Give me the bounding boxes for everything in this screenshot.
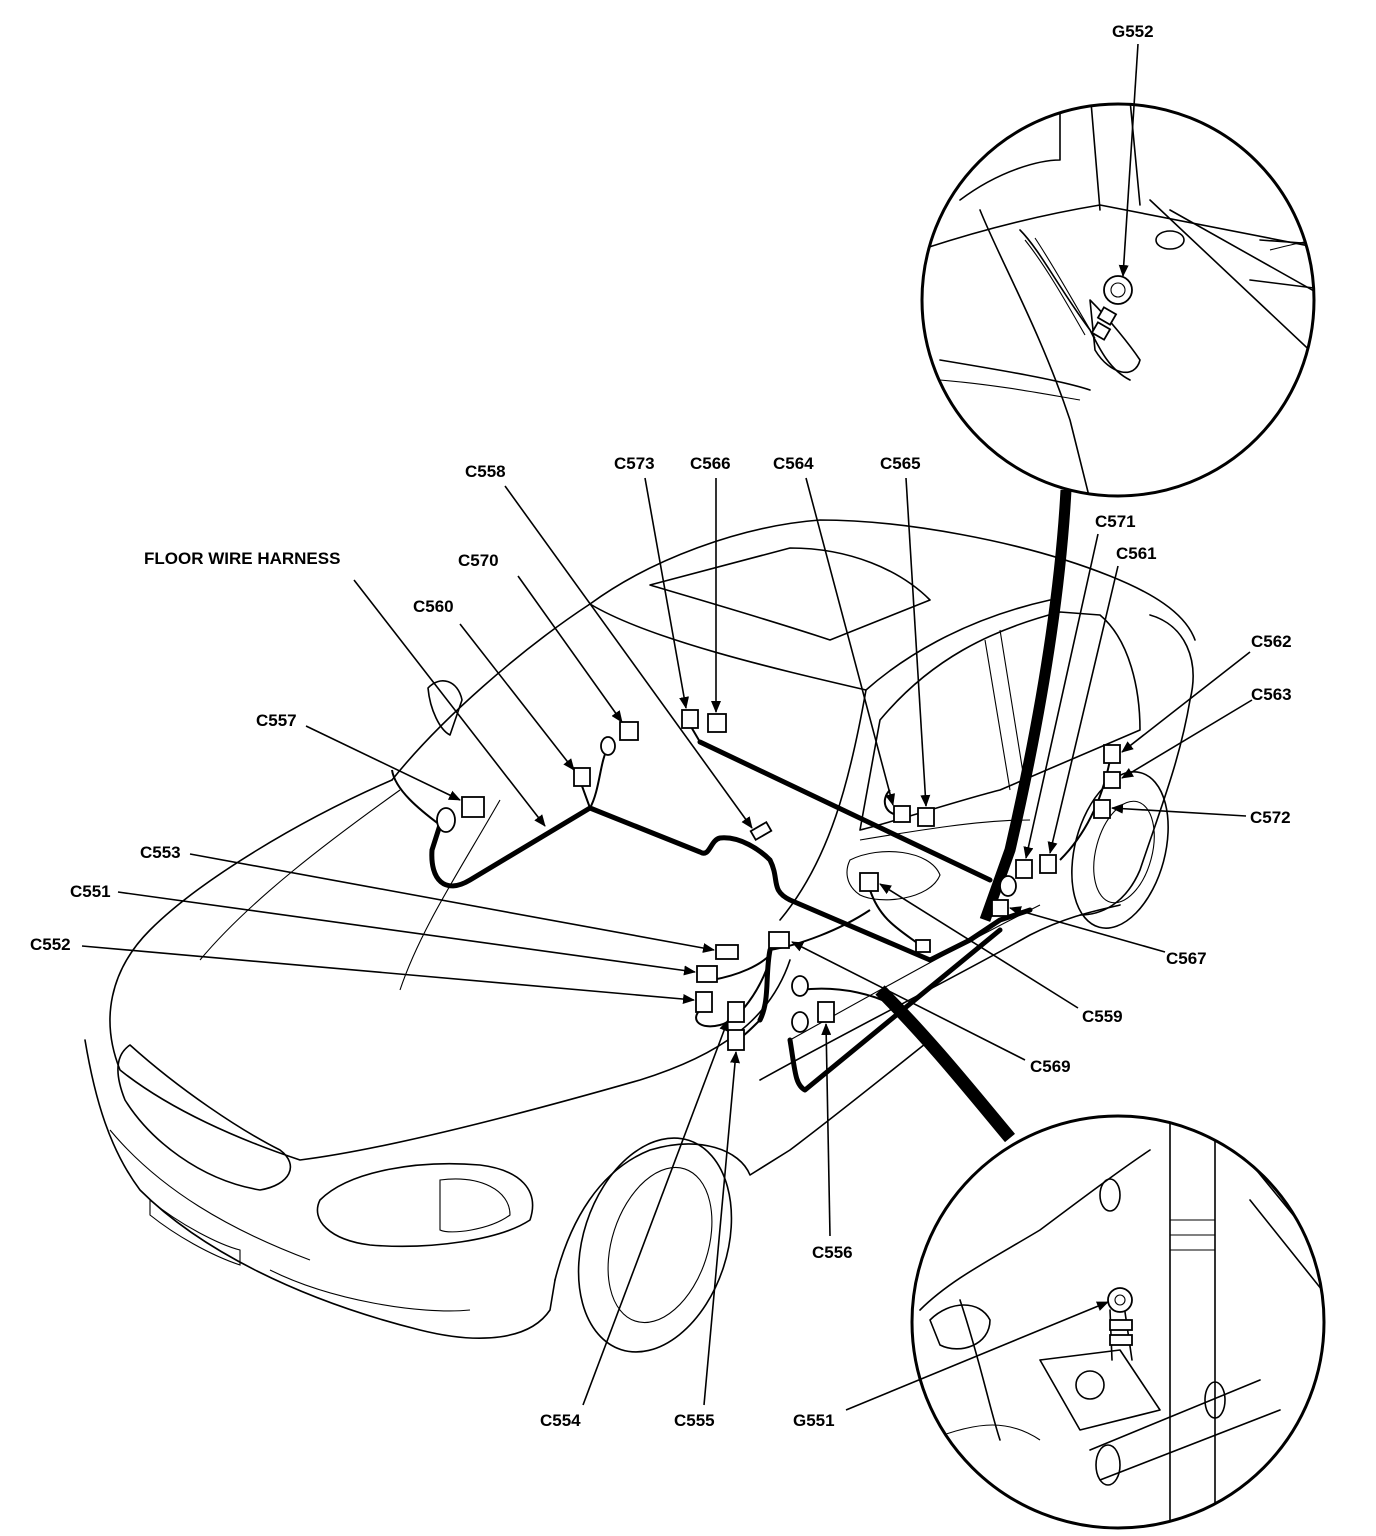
label-c566: C566 [690, 454, 731, 473]
label-c573: C573 [614, 454, 655, 473]
label-c571: C571 [1095, 512, 1136, 531]
wire-c556 [799, 987, 901, 1011]
label-c557: C557 [256, 711, 297, 730]
connector-c564 [893, 805, 911, 823]
label-c564: C564 [773, 454, 814, 473]
connector-c569 [768, 931, 790, 949]
rear-quarter [1079, 614, 1194, 916]
label-c567: C567 [1166, 949, 1207, 968]
hood-crease [199, 789, 501, 991]
detail-circle-g552 [920, 102, 1316, 498]
bumper-lip [109, 1129, 471, 1312]
floor-wire-harness [391, 489, 1111, 1143]
headlight [316, 1162, 534, 1248]
harness-rear [697, 739, 993, 883]
bumper-slot [149, 1198, 241, 1266]
label-g552: G552 [1112, 22, 1154, 41]
detail-circle-g551 [910, 1114, 1326, 1530]
grommet-c557 [436, 807, 456, 833]
connectors [436, 709, 1121, 1051]
roof-front-edge [589, 603, 867, 691]
connector-c571 [1015, 859, 1033, 879]
side-mirror [427, 680, 463, 736]
b-pillar [984, 629, 1026, 791]
connector-c570 [619, 721, 639, 741]
grille [117, 1044, 292, 1191]
connector-c551 [696, 965, 718, 983]
connector-c556 [817, 1001, 835, 1023]
label-c559: C559 [1082, 1007, 1123, 1026]
headlight-inner [439, 1178, 511, 1233]
harness-sill [787, 927, 1003, 1093]
connector-c565 [917, 807, 935, 827]
connector-c563 [1103, 771, 1121, 789]
labels: G552 FLOOR WIRE HARNESS C558 C573 C566 C… [30, 22, 1292, 1430]
connector-c573 [681, 709, 699, 729]
connector-c559 [859, 872, 879, 892]
wire-c560 [581, 785, 591, 809]
front-wheel-inner [607, 1166, 713, 1324]
label-c555: C555 [674, 1411, 715, 1430]
grommet-c567 [999, 875, 1017, 897]
connector-c552 [695, 991, 713, 1013]
label-c556: C556 [812, 1243, 853, 1262]
connector-c553 [715, 944, 739, 960]
label-c569: C569 [1030, 1057, 1071, 1076]
band-to-g552 [979, 489, 1072, 922]
wire-c570 [589, 747, 609, 809]
connector-c554 [727, 1001, 745, 1023]
label-c570: C570 [458, 551, 499, 570]
connector-c555 [727, 1029, 745, 1051]
label-c560: C560 [413, 597, 454, 616]
connector-c561 [1039, 854, 1057, 874]
grommet-c570 [600, 736, 616, 756]
label-c562: C562 [1251, 632, 1292, 651]
connector-misc [915, 939, 931, 953]
label-c558: C558 [465, 462, 506, 481]
label-c561: C561 [1116, 544, 1157, 563]
label-g551: G551 [793, 1411, 835, 1430]
label-floor-wire-harness: FLOOR WIRE HARNESS [144, 549, 340, 568]
front-bumper [84, 1039, 556, 1339]
front-wheel [577, 1137, 733, 1353]
side-window [859, 611, 1141, 831]
a-pillar [865, 599, 1051, 691]
wire-c557 [391, 769, 441, 826]
sunroof [649, 547, 931, 641]
rear-wheel [1071, 771, 1169, 929]
label-c565: C565 [880, 454, 921, 473]
grommet-c556 [791, 1011, 809, 1033]
leader-lines [81, 43, 1253, 1411]
front-fender [554, 1039, 931, 1281]
hood [109, 779, 791, 1161]
label-c563: C563 [1251, 685, 1292, 704]
wire-c559 [869, 889, 921, 946]
connector-c560 [573, 767, 591, 787]
label-c572: C572 [1250, 808, 1291, 827]
label-c551: C551 [70, 882, 111, 901]
label-c552: C552 [30, 935, 71, 954]
connector-c572 [1093, 799, 1111, 819]
windshield [391, 603, 867, 921]
floor-pan [846, 851, 941, 901]
grommet-c569 [791, 975, 809, 997]
connector-c567 [991, 899, 1009, 917]
connector-c558 [749, 820, 773, 842]
connector-c566 [707, 713, 727, 733]
connector-c562 [1103, 744, 1121, 764]
roof-outline [589, 519, 1196, 641]
connector-c557 [461, 796, 485, 818]
harness-main [429, 805, 1033, 963]
label-c554: C554 [540, 1411, 581, 1430]
label-c553: C553 [140, 843, 181, 862]
rear-wheel-inner [1093, 800, 1155, 904]
wire-c551 [711, 954, 771, 981]
